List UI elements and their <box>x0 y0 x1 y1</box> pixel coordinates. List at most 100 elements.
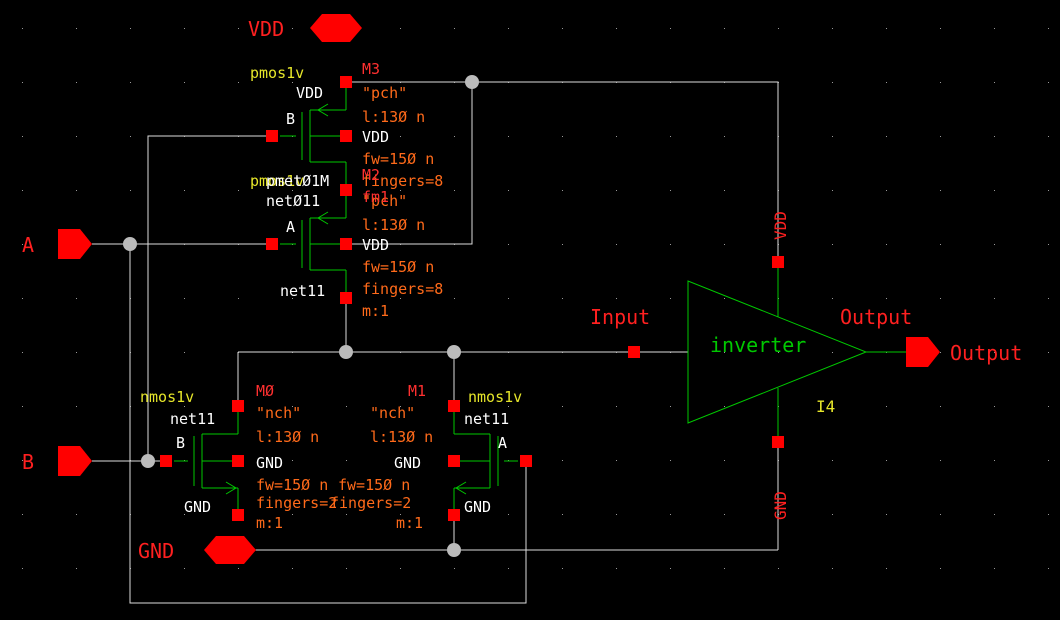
grid-dot <box>940 28 941 29</box>
b-pin-label: B <box>22 450 34 474</box>
grid-dot <box>1048 568 1049 569</box>
grid-dot <box>22 136 23 137</box>
wires[interactable] <box>92 81 779 604</box>
grid-dot <box>508 568 509 569</box>
grid-dot <box>508 136 509 137</box>
grid-dot <box>724 298 725 299</box>
grid-dot <box>940 406 941 407</box>
grid-dot <box>724 190 725 191</box>
grid-dot <box>670 244 671 245</box>
grid-dot <box>292 514 293 515</box>
grid-dot <box>292 28 293 29</box>
grid-dot <box>346 568 347 569</box>
grid-dot <box>508 406 509 407</box>
grid-dot <box>832 460 833 461</box>
grid-dot <box>22 460 23 461</box>
grid-dot <box>562 406 563 407</box>
grid-dot <box>616 244 617 245</box>
grid-dot <box>22 568 23 569</box>
grid-dot <box>562 514 563 515</box>
grid-dot <box>886 28 887 29</box>
junction-net11-mid <box>339 345 353 359</box>
grid-dot <box>724 244 725 245</box>
grid-dot <box>238 568 239 569</box>
m2-gate-label: A <box>286 218 295 236</box>
m1-len: l:13Ø n <box>370 428 433 446</box>
grid-dot <box>670 298 671 299</box>
junction-dots <box>123 75 479 557</box>
grid-dot <box>886 190 887 191</box>
m0-bulk-net: GND <box>256 454 283 472</box>
grid-dot <box>940 136 941 137</box>
grid-dot <box>886 244 887 245</box>
grid-dot <box>616 406 617 407</box>
a-pin-label: A <box>22 233 34 257</box>
grid-dot <box>238 28 239 29</box>
m1-mult: m:1 <box>396 514 423 532</box>
grid-dot <box>400 28 401 29</box>
inverter-vdd-label: VDD <box>771 211 790 240</box>
grid-dot <box>832 136 833 137</box>
grid-dot <box>346 460 347 461</box>
m1-bulk-net: GND <box>394 454 421 472</box>
grid-dot <box>184 82 185 83</box>
grid-dot <box>22 28 23 29</box>
grid-dot <box>400 460 401 461</box>
grid-dot <box>616 568 617 569</box>
io-pins[interactable] <box>58 14 940 564</box>
grid-dot <box>832 406 833 407</box>
grid-dot <box>508 28 509 29</box>
grid-dot <box>886 514 887 515</box>
grid-dot <box>130 82 131 83</box>
grid-dot <box>724 568 725 569</box>
grid-dot <box>616 28 617 29</box>
grid-dot <box>238 82 239 83</box>
grid-dot <box>76 514 77 515</box>
grid-dot <box>670 136 671 137</box>
grid-dot <box>832 514 833 515</box>
m1-source-net: GND <box>464 498 491 516</box>
grid-dot <box>994 190 995 191</box>
grid-dot <box>724 406 725 407</box>
grid-dot <box>940 352 941 353</box>
inverter-output-label: Output <box>840 305 912 329</box>
inverter-name: inverter <box>710 333 806 357</box>
m0-fingers: fingers=2 <box>256 494 337 512</box>
grid-dot <box>616 298 617 299</box>
m2-model: "pch" <box>362 192 407 210</box>
m3-bulk-pin <box>340 130 352 142</box>
grid-dot <box>22 298 23 299</box>
a-pin-shape <box>58 229 92 259</box>
grid-dot <box>1048 352 1049 353</box>
grid-dot <box>184 406 185 407</box>
grid-dot <box>562 136 563 137</box>
m3-fingers: fingers=8 <box>362 172 443 190</box>
grid-dot <box>238 298 239 299</box>
grid-dot <box>616 514 617 515</box>
grid-dot <box>400 568 401 569</box>
grid-dot <box>994 406 995 407</box>
pin-squares[interactable] <box>160 76 784 521</box>
grid-dot <box>994 568 995 569</box>
inverter-body <box>687 280 868 424</box>
grid-dot <box>832 190 833 191</box>
m1-width: fw=15Ø n <box>338 476 410 494</box>
grid-dot <box>238 190 239 191</box>
grid-dot <box>22 352 23 353</box>
grid-dot <box>670 460 671 461</box>
grid-dot <box>562 568 563 569</box>
m2-len: l:13Ø n <box>362 216 425 234</box>
grid-dot <box>22 190 23 191</box>
m2-overlap-a: pmetØ1M <box>266 172 329 190</box>
grid-dot <box>670 568 671 569</box>
m0-inst: MØ <box>256 382 274 400</box>
grid-dot <box>994 136 995 137</box>
grid-dot <box>616 460 617 461</box>
grid-dot <box>292 298 293 299</box>
junction-b <box>141 454 155 468</box>
grid-dot <box>940 82 941 83</box>
grid-dot <box>508 298 509 299</box>
m3-bulk-net: VDD <box>296 84 323 102</box>
grid-dot <box>1048 406 1049 407</box>
